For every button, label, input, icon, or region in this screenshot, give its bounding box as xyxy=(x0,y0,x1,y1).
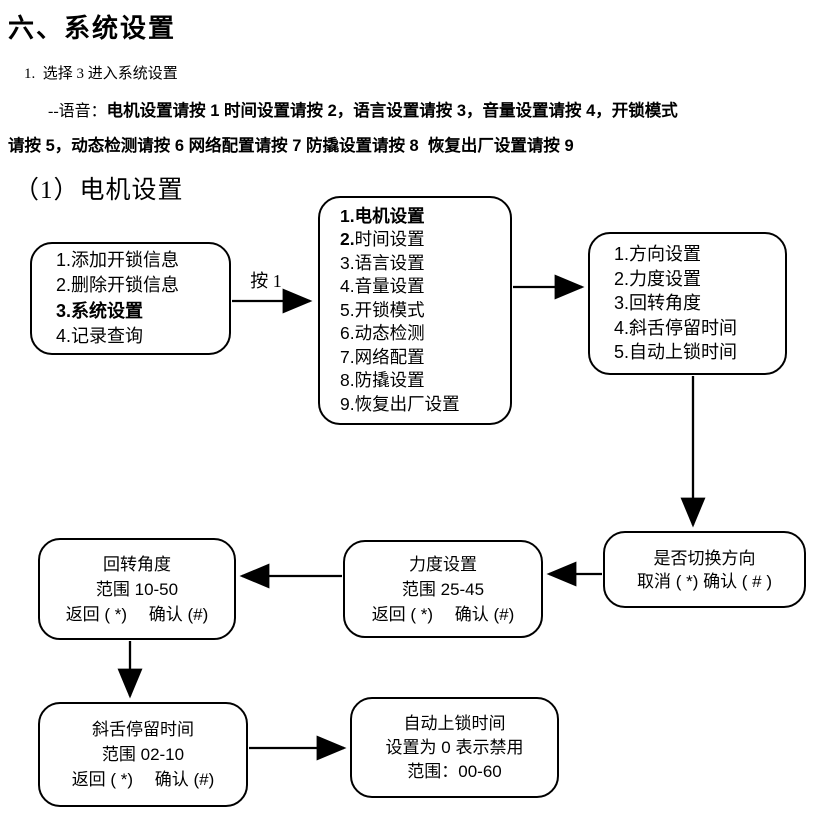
system-menu-item: 6.动态检测 xyxy=(340,323,425,344)
system-menu-box: 1.电机设置 2.时间设置 3.语言设置 4.音量设置 5.开锁模式 6.动态检… xyxy=(318,196,512,425)
system-menu-item: 9.恢复出厂设置 xyxy=(340,393,460,414)
section-title: （1）电机设置 xyxy=(14,177,184,204)
motor-menu-item: 3.回转角度 xyxy=(614,293,702,314)
auto-lock-title: 自动上锁时间 xyxy=(403,713,506,733)
latch-title: 斜舌停留时间 xyxy=(92,720,194,739)
system-menu-item-time: 2.时间设置 xyxy=(340,229,425,250)
main-menu-item: 2.删除开锁信息 xyxy=(56,275,180,295)
auto-lock-note: 设置为 0 表示禁用 xyxy=(385,737,524,757)
strength-box: 力度设置 范围 25-45 返回 ( *) 确认 (#) xyxy=(343,540,543,638)
main-menu-item: 4.记录查询 xyxy=(56,326,144,346)
motor-menu-item: 5.自动上锁时间 xyxy=(614,342,738,363)
main-menu-item: 1.添加开锁信息 xyxy=(56,249,180,270)
strength-title: 力度设置 xyxy=(409,554,477,574)
latch-range: 范围 02-10 xyxy=(101,745,185,764)
step-item: 1. 选择 3 进入系统设置 xyxy=(24,66,178,82)
voice-prefix: --语音： xyxy=(48,103,107,120)
latch-keys: 返回 ( *) 确认 (#) xyxy=(71,770,215,789)
latch-dwell-box: 斜舌停留时间 范围 02-10 返回 ( *) 确认 (#) xyxy=(38,702,248,807)
system-menu-item: 5.开锁模式 xyxy=(340,299,425,320)
switch-direction-keys: 取消 ( *) 确认 ( # ) xyxy=(636,571,773,591)
switch-direction-box: 是否切换方向 取消 ( *) 确认 ( # ) xyxy=(603,531,806,608)
switch-direction-title: 是否切换方向 xyxy=(653,548,756,568)
auto-lock-box: 自动上锁时间 设置为 0 表示禁用 范围：00-60 xyxy=(350,697,559,798)
rotation-range: 范围 10-50 xyxy=(95,579,179,599)
motor-menu-item: 4.斜舌停留时间 xyxy=(614,317,738,338)
system-menu-item-motor: 1.电机设置 xyxy=(340,205,425,226)
voice-options-line1: 电机设置请按 1 时间设置请按 2，语言设置请按 3，音量设置请按 4，开锁模式 xyxy=(106,102,678,120)
rotation-title: 回转角度 xyxy=(103,554,171,574)
voice-paragraph-line1: --语音：电机设置请按 1 时间设置请按 2，语言设置请按 3，音量设置请按 4… xyxy=(48,97,678,121)
strength-range: 范围 25-45 xyxy=(401,579,485,599)
main-menu-item-system-settings: 3.系统设置 xyxy=(56,300,144,321)
rotation-angle-box: 回转角度 范围 10-50 返回 ( *) 确认 (#) xyxy=(38,538,236,640)
motor-menu-box: 1.方向设置 2.力度设置 3.回转角度 4.斜舌停留时间 5.自动上锁时间 xyxy=(588,232,787,375)
system-menu-item: 7.网络配置 xyxy=(340,346,425,367)
motor-menu-item: 2.力度设置 xyxy=(614,268,702,289)
press-1-label: 按 1 xyxy=(250,271,282,291)
strength-keys: 返回 ( *) 确认 (#) xyxy=(371,604,515,624)
motor-menu-item: 1.方向设置 xyxy=(614,244,702,265)
main-menu-box: 1.添加开锁信息 2.删除开锁信息 3.系统设置 4.记录查询 xyxy=(30,242,231,355)
rotation-keys: 返回 ( *) 确认 (#) xyxy=(65,604,209,624)
page-title: 六、系统设置 xyxy=(8,14,177,43)
auto-lock-range: 范围：00-60 xyxy=(407,761,502,781)
system-menu-item: 8.防撬设置 xyxy=(340,370,425,391)
voice-paragraph-line2: 请按 5，动态检测请按 6 网络配置请按 7 防撬设置请按 8 恢复出厂设置请按… xyxy=(8,137,574,155)
system-menu-item: 4.音量设置 xyxy=(340,276,425,297)
system-menu-item: 3.语言设置 xyxy=(340,252,425,273)
